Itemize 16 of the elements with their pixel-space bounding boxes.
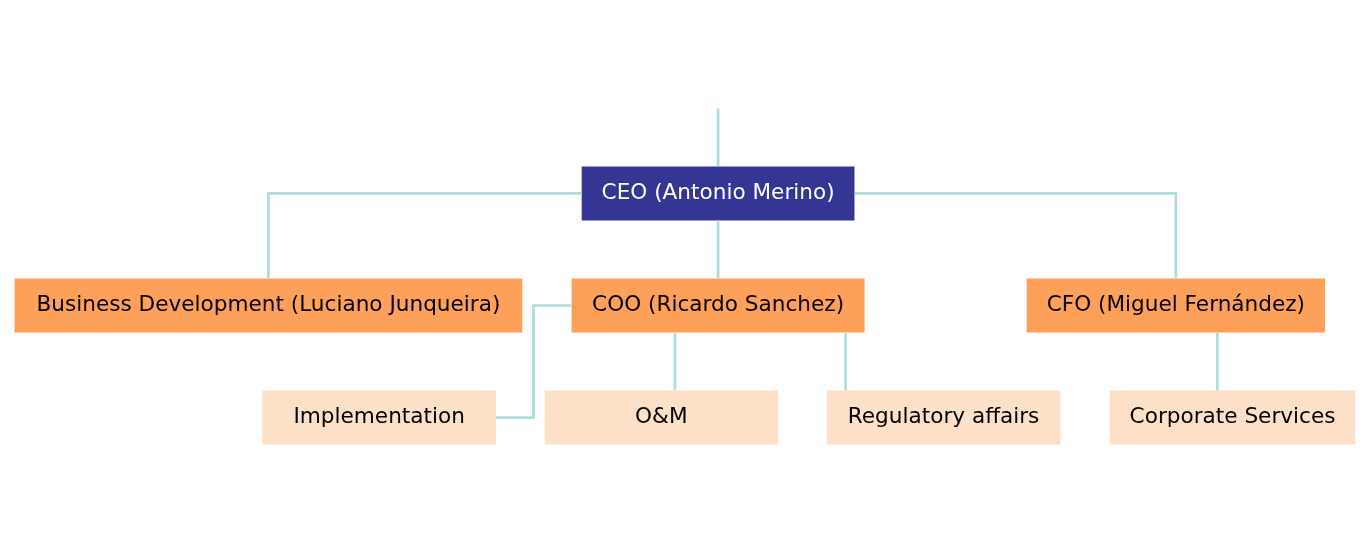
connector [496,304,572,419]
node-box: CFO (Miguel Fernández) [1026,278,1326,333]
connector [716,108,720,167]
connector [716,220,720,279]
node-box: Business Development (Luciano Junqueira) [14,278,523,333]
connector [267,192,582,279]
connector [673,332,677,391]
node-box: Corporate Services [1109,390,1356,445]
node-box: CEO (Antonio Merino) [581,166,855,221]
node-box: Regulatory affairs [826,390,1061,445]
node-box: Implementation [262,390,496,445]
connector [854,192,1178,279]
connector [844,332,848,391]
node-box: O&M [544,390,779,445]
connector [1216,332,1219,391]
node-box: COO (Ricardo Sanchez) [571,278,865,333]
